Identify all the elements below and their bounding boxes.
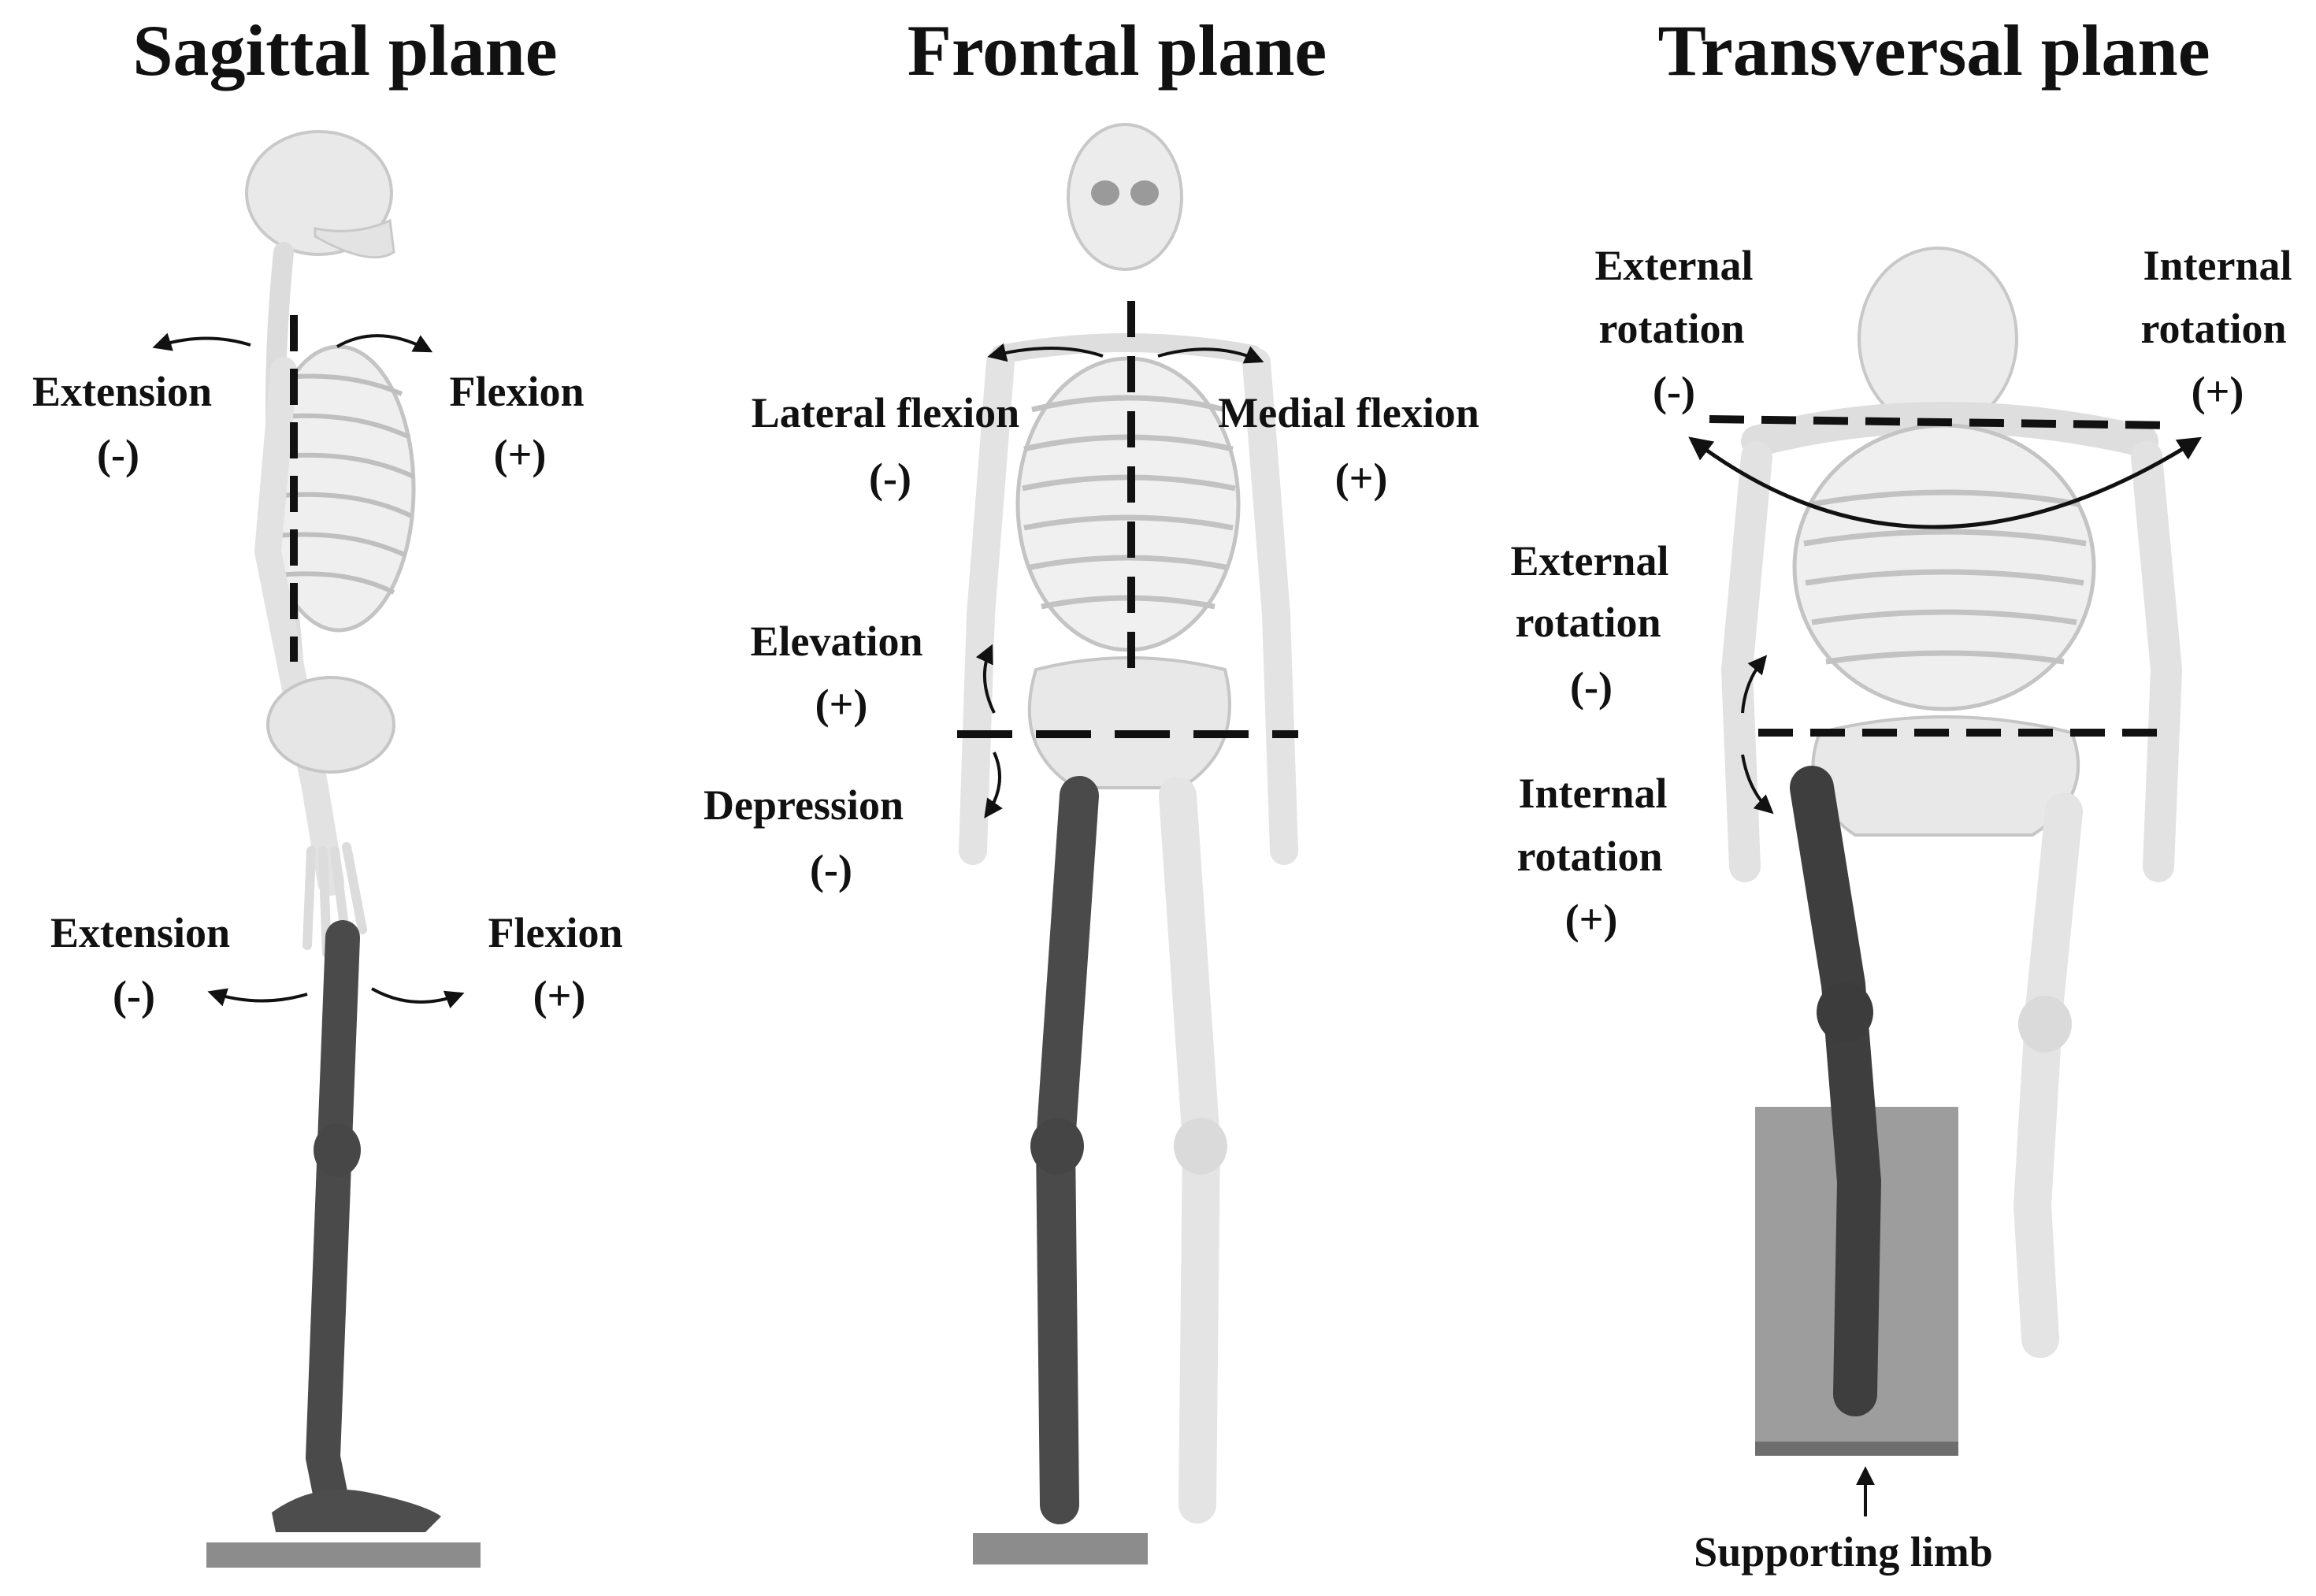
- label-supporting-limb: Supporting limb: [1694, 1528, 1993, 1576]
- label-medial-flexion-sign: (+): [1335, 455, 1388, 502]
- arrow-external-rotation-lower: [1741, 655, 1768, 714]
- arrow-internal-rotation-lower: [1741, 754, 1774, 815]
- label-extension-upper: Extension: [32, 368, 212, 415]
- label-external-rotation-lower-sign: (-): [1570, 663, 1613, 711]
- arm-right: [959, 348, 1015, 865]
- eye-socket-right: [1130, 180, 1159, 206]
- foot: [272, 1489, 441, 1532]
- support-box-edge: [1755, 1442, 1958, 1456]
- supporting-leg: [1790, 766, 1882, 1416]
- skull: [245, 130, 393, 256]
- label-flexion-lower-sign: (+): [533, 972, 586, 1019]
- panel-title-frontal: Frontal plane: [907, 10, 1327, 91]
- label-external-rotation-upper-1: External: [1595, 242, 1754, 289]
- panel-title-sagittal: Sagittal plane: [132, 10, 557, 91]
- label-internal-rotation-upper-1: Internal: [2143, 242, 2292, 289]
- label-depression-sign: (-): [810, 846, 852, 893]
- knee-free: [1174, 1118, 1227, 1175]
- label-elevation: Elevation: [750, 618, 922, 665]
- label-flexion-upper: Flexion: [450, 368, 585, 415]
- label-depression: Depression: [703, 781, 904, 829]
- label-flexion-upper-sign: (+): [494, 431, 547, 478]
- panel-frontal: Frontal plane: [703, 10, 1479, 1564]
- ribs: [1803, 489, 2087, 665]
- knee: [314, 1123, 361, 1177]
- label-external-rotation-lower-2: rotation: [1516, 599, 1661, 646]
- eye-socket-left: [1091, 180, 1119, 206]
- skeleton-front-view: [959, 123, 1298, 1564]
- arrow-upper-flexion: [336, 334, 433, 353]
- platform-frontal: [973, 1533, 1148, 1564]
- free-leg: [2013, 792, 2083, 1358]
- arm: [254, 357, 344, 896]
- label-external-rotation-lower-1: External: [1511, 537, 1669, 585]
- arrow-lower-flexion: [371, 987, 465, 1009]
- arrow-rotation-arc: [1688, 436, 2203, 529]
- label-internal-rotation-upper-sign: (+): [2192, 368, 2244, 415]
- arrow-upper-extension: [152, 332, 251, 351]
- arm-left: [1242, 348, 1298, 865]
- arrow-elevation: [975, 644, 996, 714]
- supporting-leg: [305, 920, 360, 1514]
- label-extension-lower: Extension: [50, 909, 230, 956]
- skeleton-side-view: [206, 130, 481, 1568]
- label-external-rotation-upper-2: rotation: [1599, 305, 1745, 352]
- label-flexion-lower: Flexion: [488, 909, 623, 956]
- ribcage: [1792, 423, 2096, 711]
- label-elevation-sign: (+): [815, 681, 868, 728]
- panel-title-transversal: Transversal plane: [1657, 10, 2210, 91]
- skull: [1067, 123, 1183, 271]
- label-internal-rotation-lower-1: Internal: [1519, 770, 1668, 817]
- arm-right: [1720, 441, 1772, 882]
- label-lateral-flexion: Lateral flexion: [752, 389, 1019, 436]
- panel-sagittal: Sagittal plane: [32, 10, 623, 1568]
- arrow-depression: [984, 752, 1003, 818]
- label-internal-rotation-upper-2: rotation: [2141, 305, 2287, 352]
- panel-transversal: Transversal plane: [1511, 10, 2292, 1576]
- label-internal-rotation-lower-sign: (+): [1565, 896, 1618, 943]
- label-extension-upper-sign: (-): [97, 431, 139, 478]
- hand: [302, 842, 367, 958]
- knee-supporting: [1030, 1118, 1084, 1175]
- knee-supporting: [1817, 982, 1873, 1042]
- transversal-upper-axis: [1709, 415, 2175, 429]
- label-external-rotation-upper-sign: (-): [1653, 368, 1695, 415]
- pelvis: [266, 676, 395, 774]
- arrow-lateral-flexion: [987, 343, 1104, 362]
- arrow-lower-extension: [207, 988, 308, 1007]
- arrow-medial-flexion: [1157, 346, 1264, 364]
- skeleton-top-view: [1720, 247, 2183, 1456]
- label-extension-lower-sign: (-): [113, 972, 155, 1019]
- arm-left: [2131, 441, 2183, 882]
- knee-free: [2018, 996, 2072, 1052]
- label-medial-flexion: Medial flexion: [1218, 389, 1479, 436]
- pelvis: [1027, 656, 1231, 789]
- label-internal-rotation-lower-2: rotation: [1517, 833, 1663, 880]
- jaw: [314, 218, 395, 259]
- label-lateral-flexion-sign: (-): [869, 455, 911, 502]
- platform-sagittal: [206, 1542, 481, 1568]
- shoulder-girdle: [1741, 402, 2158, 457]
